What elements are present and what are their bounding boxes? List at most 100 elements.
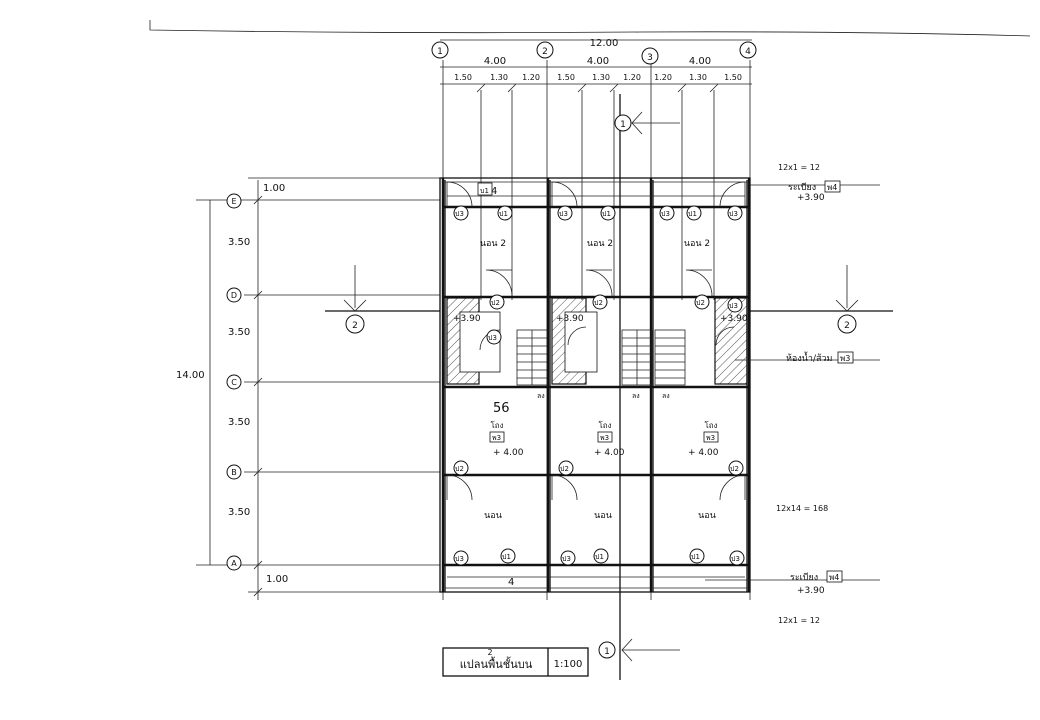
svg-text:ป2: ป2 bbox=[594, 299, 603, 307]
svg-text:ป2: ป2 bbox=[491, 299, 500, 307]
level-390-1: +3.90 bbox=[453, 314, 481, 324]
balcony-label-bottom: ระเบียง bbox=[790, 572, 818, 583]
svg-text:ป1: ป1 bbox=[691, 553, 700, 561]
handwritten-12a: 12x1 = 12 bbox=[778, 163, 820, 172]
svg-text:ป3: ป3 bbox=[455, 555, 464, 563]
stairs-3 bbox=[654, 329, 686, 386]
handwritten-56: 56 bbox=[493, 401, 510, 416]
plan-scale: 1:100 bbox=[554, 659, 583, 670]
section-marker-2-left: 2 bbox=[325, 265, 440, 334]
balcony-label-top: ระเบียง bbox=[788, 182, 816, 193]
grid-bubble-D: D bbox=[226, 287, 242, 303]
wc-code: พ3 bbox=[840, 354, 850, 363]
dim-left-1: 3.50 bbox=[228, 237, 250, 248]
grid-bubble-E: E bbox=[226, 193, 242, 209]
grid-bubble-3: 3 bbox=[641, 47, 659, 65]
plan-title: แปลนพื้นชั้นบน bbox=[460, 656, 533, 671]
dim-sub-7: 1.20 bbox=[654, 73, 672, 82]
bath-hatch-3 bbox=[714, 297, 748, 385]
svg-text:ป1: ป1 bbox=[502, 553, 511, 561]
svg-text:3: 3 bbox=[647, 53, 653, 63]
svg-text:ป1: ป1 bbox=[602, 210, 611, 218]
title-block: 2 แปลนพื้นชั้นบน 1:100 bbox=[442, 647, 589, 677]
stairs-1 bbox=[516, 329, 548, 386]
dim-left-3: 3.50 bbox=[228, 417, 250, 428]
svg-text:ป2: ป2 bbox=[560, 465, 569, 473]
door-tag: บ1 ป3 ป1 ป3 ป1 ป3 ป1 ป3 ป2 ป2 ป2 ป3 ป3 ป… bbox=[453, 182, 745, 566]
svg-text:ป1: ป1 bbox=[595, 553, 604, 561]
dim-overhang-bottom: 1.00 bbox=[266, 574, 288, 585]
svg-text:ป1: ป1 bbox=[499, 210, 508, 218]
room-hall-3: โถง bbox=[704, 420, 717, 430]
handwritten-12b: 12x1 = 12 bbox=[778, 616, 820, 625]
svg-text:4: 4 bbox=[745, 47, 751, 57]
dim-left-total: 14.00 bbox=[176, 370, 205, 381]
level-400-2: + 4.00 bbox=[594, 448, 625, 458]
dim-sub-1: 1.50 bbox=[454, 73, 472, 82]
room-bed2-1: นอน 2 bbox=[480, 239, 506, 249]
section-marker-1-top: 1 bbox=[614, 94, 680, 600]
balcony-code-bottom: พ4 bbox=[829, 573, 839, 582]
level-400-3: + 4.00 bbox=[688, 448, 719, 458]
right-annotations: ระเบียง พ4 +3.90 12x1 = 12 ห้องน้ำ/ส้วม … bbox=[491, 163, 880, 625]
room-labels: นอน 2 นอน 2 นอน 2 +3.90 +3.90 +3.90 ลง ล… bbox=[453, 239, 748, 521]
down-label-1: ลง bbox=[537, 392, 545, 400]
dim-bay-3: 4.00 bbox=[689, 56, 711, 67]
dim-left-4: 3.50 bbox=[228, 507, 250, 518]
svg-text:D: D bbox=[231, 291, 237, 300]
dim-left-2: 3.50 bbox=[228, 327, 250, 338]
svg-text:ป1: ป1 bbox=[688, 210, 697, 218]
level-400-1: + 4.00 bbox=[493, 448, 524, 458]
svg-text:ป3: ป3 bbox=[559, 210, 568, 218]
svg-text:ป3: ป3 bbox=[562, 555, 571, 563]
dim-bay-2: 4.00 bbox=[587, 56, 609, 67]
grid-bubble-C: C bbox=[226, 374, 242, 390]
svg-text:บ1: บ1 bbox=[480, 187, 489, 195]
level-390-2: +3.90 bbox=[556, 314, 584, 324]
dim-sub-2: 1.30 bbox=[490, 73, 508, 82]
title-number: 2 bbox=[487, 648, 492, 657]
grid-bubble-1: 1 bbox=[431, 41, 449, 59]
level-390-3: +3.90 bbox=[720, 314, 748, 324]
svg-text:2: 2 bbox=[352, 321, 358, 331]
svg-text:พ3: พ3 bbox=[492, 434, 501, 442]
svg-text:พ3: พ3 bbox=[706, 434, 715, 442]
dim-bay-1: 4.00 bbox=[484, 56, 506, 67]
svg-text:ป3: ป3 bbox=[488, 334, 497, 342]
paper-edge bbox=[149, 20, 1031, 37]
svg-text:1: 1 bbox=[437, 47, 443, 57]
svg-text:1: 1 bbox=[620, 120, 626, 130]
down-label-3: ลง bbox=[662, 392, 670, 400]
dim-sub-6: 1.20 bbox=[623, 73, 641, 82]
svg-text:พ3: พ3 bbox=[600, 434, 609, 442]
dim-sub-3: 1.20 bbox=[522, 73, 540, 82]
svg-text:2: 2 bbox=[844, 321, 850, 331]
room-hall-2: โถง bbox=[598, 420, 611, 430]
dim-sub-4: 1.50 bbox=[557, 73, 575, 82]
svg-text:ป2: ป2 bbox=[696, 299, 705, 307]
grid-bubble-B: B bbox=[226, 464, 242, 480]
door-swings bbox=[446, 181, 746, 501]
svg-text:2: 2 bbox=[542, 47, 548, 57]
dim-sub-5: 1.30 bbox=[592, 73, 610, 82]
handwritten-4b: 4 bbox=[508, 577, 514, 588]
wc-label: ห้องน้ำ/ส้วม bbox=[786, 351, 833, 364]
dim-total-width: 12.00 bbox=[590, 38, 619, 49]
svg-text:ป2: ป2 bbox=[455, 465, 464, 473]
dim-overhang-top: 1.00 bbox=[263, 183, 285, 194]
section-marker-2-right: 2 bbox=[750, 265, 893, 334]
balcony-level-bottom: +3.90 bbox=[797, 586, 825, 596]
room-hall-1: โถง bbox=[490, 420, 503, 430]
room-bed1-1: นอน bbox=[484, 511, 502, 521]
balcony-code-top: พ4 bbox=[827, 183, 837, 192]
handwritten-4a: 4 bbox=[491, 186, 497, 197]
svg-text:B: B bbox=[231, 468, 237, 477]
left-dimensions: 1.00 3.50 3.50 3.50 3.50 14.00 1.00 bbox=[176, 177, 440, 600]
section-marker-1-bottom: 1 bbox=[598, 600, 680, 680]
svg-text:ป3: ป3 bbox=[731, 555, 740, 563]
svg-text:ป2: ป2 bbox=[730, 465, 739, 473]
room-bed2-2: นอน 2 bbox=[587, 239, 613, 249]
svg-text:ป3: ป3 bbox=[661, 210, 670, 218]
down-label-2: ลง bbox=[632, 392, 640, 400]
